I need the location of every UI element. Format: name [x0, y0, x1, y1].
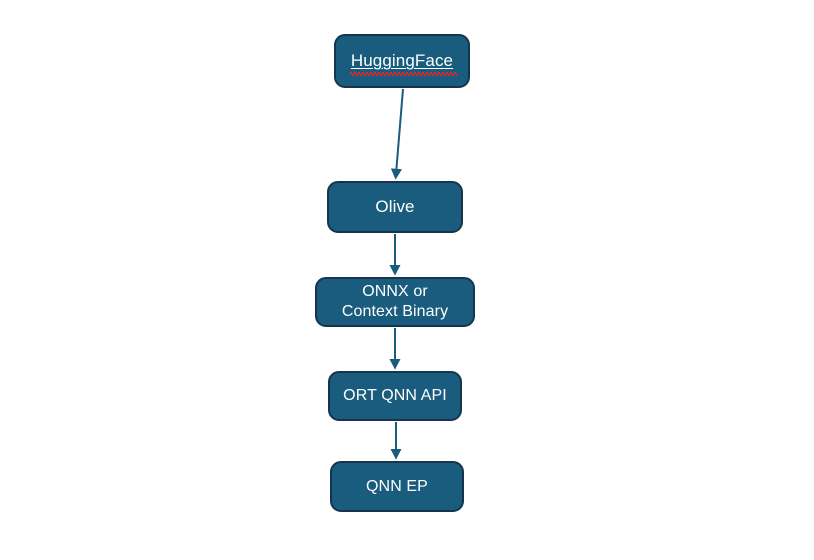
flow-node-onnx-or-context-binary[interactable]: ONNX or Context Binary: [315, 277, 475, 327]
flow-node-qnn-ep[interactable]: QNN EP: [330, 461, 464, 512]
flow-node-olive[interactable]: Olive: [327, 181, 463, 233]
flow-node-olive-label: Olive: [375, 196, 415, 216]
connector-huggingface-to-olive: [390, 88, 404, 180]
flow-node-ort-qnn-api[interactable]: ORT QNN API: [328, 371, 462, 421]
flow-node-huggingface[interactable]: HuggingFace: [334, 34, 470, 88]
flow-node-qnn-ep-label: QNN EP: [366, 477, 428, 495]
flow-node-ort-qnn-api-label: ORT QNN API: [343, 387, 447, 405]
flow-node-huggingface-label: HuggingFace: [349, 50, 458, 77]
flow-node-onnx-or-context-binary-label: ONNX or Context Binary: [341, 283, 449, 320]
